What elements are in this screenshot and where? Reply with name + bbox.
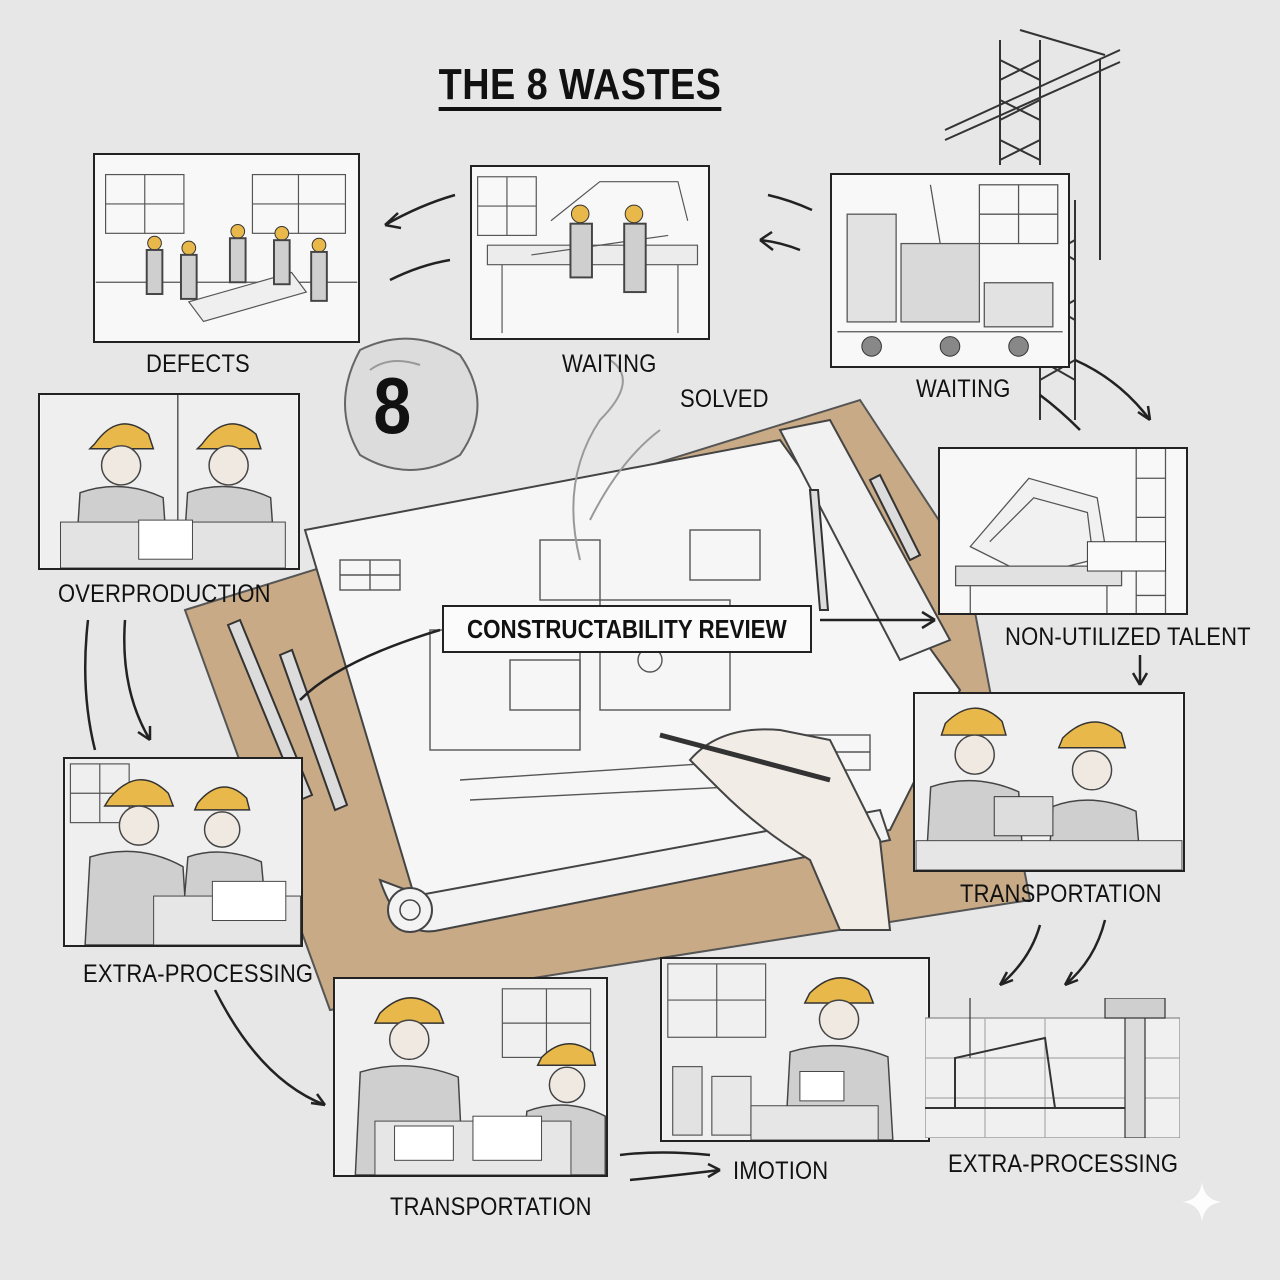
hardhat-icon bbox=[88, 423, 262, 450]
panel-transportation-right bbox=[913, 692, 1185, 872]
workshop-scene-illustration bbox=[95, 173, 358, 323]
label-waiting-right: WAITING bbox=[916, 375, 1011, 403]
panel-extra-processing-right bbox=[925, 998, 1180, 1138]
waste-count-badge: 8 bbox=[330, 330, 490, 480]
label-transportation-bottom: TRANSPORTATION bbox=[390, 1193, 592, 1221]
panel-motion bbox=[660, 957, 930, 1142]
laptop-workers-illustration bbox=[915, 694, 1183, 870]
panel-non-utilized-talent bbox=[938, 447, 1188, 615]
center-label: CONSTRUCTABILITY REVIEW bbox=[467, 613, 787, 644]
panel-extra-processing-left bbox=[63, 757, 303, 947]
sparkle-icon bbox=[1182, 1182, 1222, 1222]
hardhat-icon bbox=[803, 977, 875, 1004]
panel-waiting-top bbox=[470, 165, 710, 340]
blueprint-drawing bbox=[339, 529, 871, 801]
cutting-table-illustration bbox=[477, 176, 699, 334]
pencil-icon bbox=[226, 473, 922, 812]
worker-reading-illustration bbox=[662, 959, 928, 1140]
hardhat-icon bbox=[570, 204, 644, 224]
scale-model-illustration bbox=[954, 449, 1167, 613]
hardhat-icon bbox=[940, 707, 1127, 749]
paperwork-workers-illustration bbox=[65, 759, 301, 945]
drafting-table-workers-illustration bbox=[335, 979, 606, 1175]
badge-number: 8 bbox=[373, 361, 412, 450]
label-waiting-top: WAITING bbox=[562, 350, 657, 378]
label-motion: IMOTION bbox=[733, 1157, 829, 1185]
panel-defects bbox=[93, 153, 360, 343]
hand-sketch bbox=[688, 728, 892, 931]
label-transportation-right: TRANSPORTATION bbox=[960, 880, 1162, 908]
panel-transportation-bottom bbox=[333, 977, 608, 1177]
panel-overproduction bbox=[38, 393, 300, 570]
construction-site-illustration bbox=[925, 998, 1180, 1138]
label-overproduction: OVERPRODUCTION bbox=[58, 580, 271, 608]
label-non-utilized-talent: NON-UTILIZED TALENT bbox=[1005, 623, 1251, 651]
hardhat-icon bbox=[103, 778, 251, 811]
panel-waiting-right bbox=[830, 173, 1070, 368]
hardhat-icon bbox=[147, 224, 327, 256]
label-extra-processing-left: EXTRA-PROCESSING bbox=[83, 960, 314, 988]
rolled-blueprint bbox=[778, 418, 952, 662]
hardhat-icon bbox=[373, 997, 597, 1066]
smoke-swirl bbox=[572, 359, 661, 561]
constructability-review-box: CONSTRUCTABILITY REVIEW bbox=[442, 605, 812, 653]
flow-arrows bbox=[83, 193, 1152, 1182]
label-defects: DEFECTS bbox=[146, 350, 250, 378]
label-extra-processing-right: EXTRA-PROCESSING bbox=[948, 1150, 1179, 1178]
two-workers-desk-illustration bbox=[40, 395, 298, 568]
heavy-machinery-illustration bbox=[837, 184, 1063, 357]
page-title: THE 8 WASTES bbox=[438, 60, 722, 109]
solved-label: SOLVED bbox=[680, 385, 769, 413]
